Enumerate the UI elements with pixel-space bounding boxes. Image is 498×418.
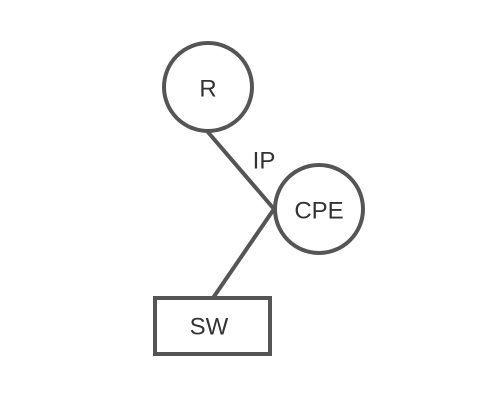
router-node-label: R xyxy=(199,75,216,102)
switch-node xyxy=(153,296,272,356)
cpe-node-label: CPE xyxy=(294,197,343,224)
edge-cpe-to-switch xyxy=(211,207,276,300)
router-node xyxy=(162,41,254,133)
cpe-node xyxy=(273,163,365,255)
switch-node-label: SW xyxy=(190,313,229,340)
edge-router-to-cpe xyxy=(205,129,276,211)
ip-link-label: IP xyxy=(253,147,276,174)
